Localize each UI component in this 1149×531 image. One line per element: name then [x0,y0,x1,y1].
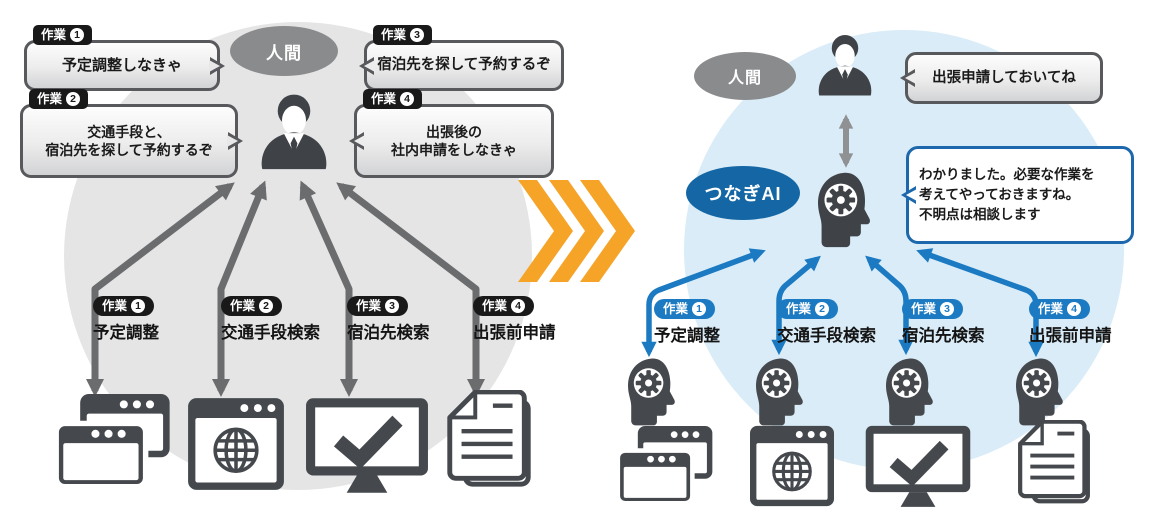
task-tag-word: 作業 [230,298,256,313]
manual-task-arrow-2 [212,180,267,397]
human-request-text: 出張申請しておいてね [932,69,1076,86]
browser-windows-icon [54,394,174,490]
browser-windows-icon [616,426,716,506]
person-icon [810,28,880,106]
ai-head-gear-icon [812,170,884,250]
person-icon [250,86,338,182]
ai-response-bubble: わかりました。必要な作業を 考えてやっておきますね。 不明点は相談します [901,146,1134,244]
task-name: 予定調整 [654,327,720,345]
task-number: 2 [815,302,830,316]
task-tag-word: 作業 [1038,301,1064,316]
task-name: 予定調整 [93,324,159,342]
task-name: 宿泊先検索 [347,324,430,342]
manual-task-arrow-3 [299,180,358,397]
ai-head-gear-icon [750,356,816,428]
monitor-check-icon [304,396,430,494]
task-number: 2 [259,299,274,313]
task-number: 1 [131,299,146,313]
task-tag-word: 作業 [786,301,812,316]
task-tag-word: 作業 [356,298,382,313]
tsunagi-ai-label-text: つなぎAI [704,184,782,204]
task-number: 1 [70,28,85,42]
task-tag-word: 作業 [37,91,63,106]
task-tag-word: 作業 [911,301,937,316]
tsunagi-ai-label: つなぎAI [686,166,800,220]
documents-icon [1010,420,1098,508]
task-number: 2 [66,92,81,106]
manual-task-arrow-1 [86,182,235,397]
task-number: 1 [692,302,707,316]
ai-head-gear-icon [1010,356,1076,428]
task-tag-word: 作業 [41,27,67,42]
task-number: 4 [511,299,526,313]
task-name: 交通手段検索 [221,324,320,342]
task-name: 出張前申請 [1029,327,1112,345]
thought-bubble-text: 予定調整しなきゃ [61,56,182,74]
task-name: 宿泊先検索 [902,327,985,345]
task-name: 出張前申請 [473,324,556,342]
task-number: 3 [385,299,400,313]
manual-task-arrow-4 [336,182,485,397]
task-number: 4 [400,92,415,106]
task-tag-word: 作業 [482,298,508,313]
task-number: 3 [410,28,425,42]
human-request-bubble: 出張申請しておいてね [900,52,1103,104]
ai-head-gear-icon [622,356,688,428]
web-globe-icon [748,424,836,508]
task-number: 3 [940,302,955,316]
task-tag-word: 作業 [102,298,128,313]
task-number: 4 [1067,302,1082,316]
ai-head-gear-icon [880,356,946,428]
task-tag-word: 作業 [663,301,689,316]
ai-task-arrow-1 [641,248,766,358]
thought-bubble-text: 交通手段と、 宿泊先を探して予約するぞ [45,123,213,158]
transition-chevrons-icon [518,180,635,282]
documents-icon [438,390,540,492]
task-name: 交通手段検索 [777,327,876,345]
human-label-text: 人間 [727,70,762,87]
web-globe-icon [186,396,286,492]
human-label: 人間 [694,52,796,100]
human-group-label-text: 人間 [266,43,302,63]
ai-response-text: わかりました。必要な作業を 考えてやっておきますね。 不明点は相談します [919,166,1095,223]
monitor-check-icon [864,424,972,508]
thought-bubble-text: 出張後の 社内申請をしなきゃ [391,123,517,158]
task-tag-word: 作業 [371,91,397,106]
thought-bubble-text: 宿泊先を探して予約するぞ [377,57,551,74]
task-tag-word: 作業 [381,27,407,42]
human-group-label: 人間 [230,26,338,76]
